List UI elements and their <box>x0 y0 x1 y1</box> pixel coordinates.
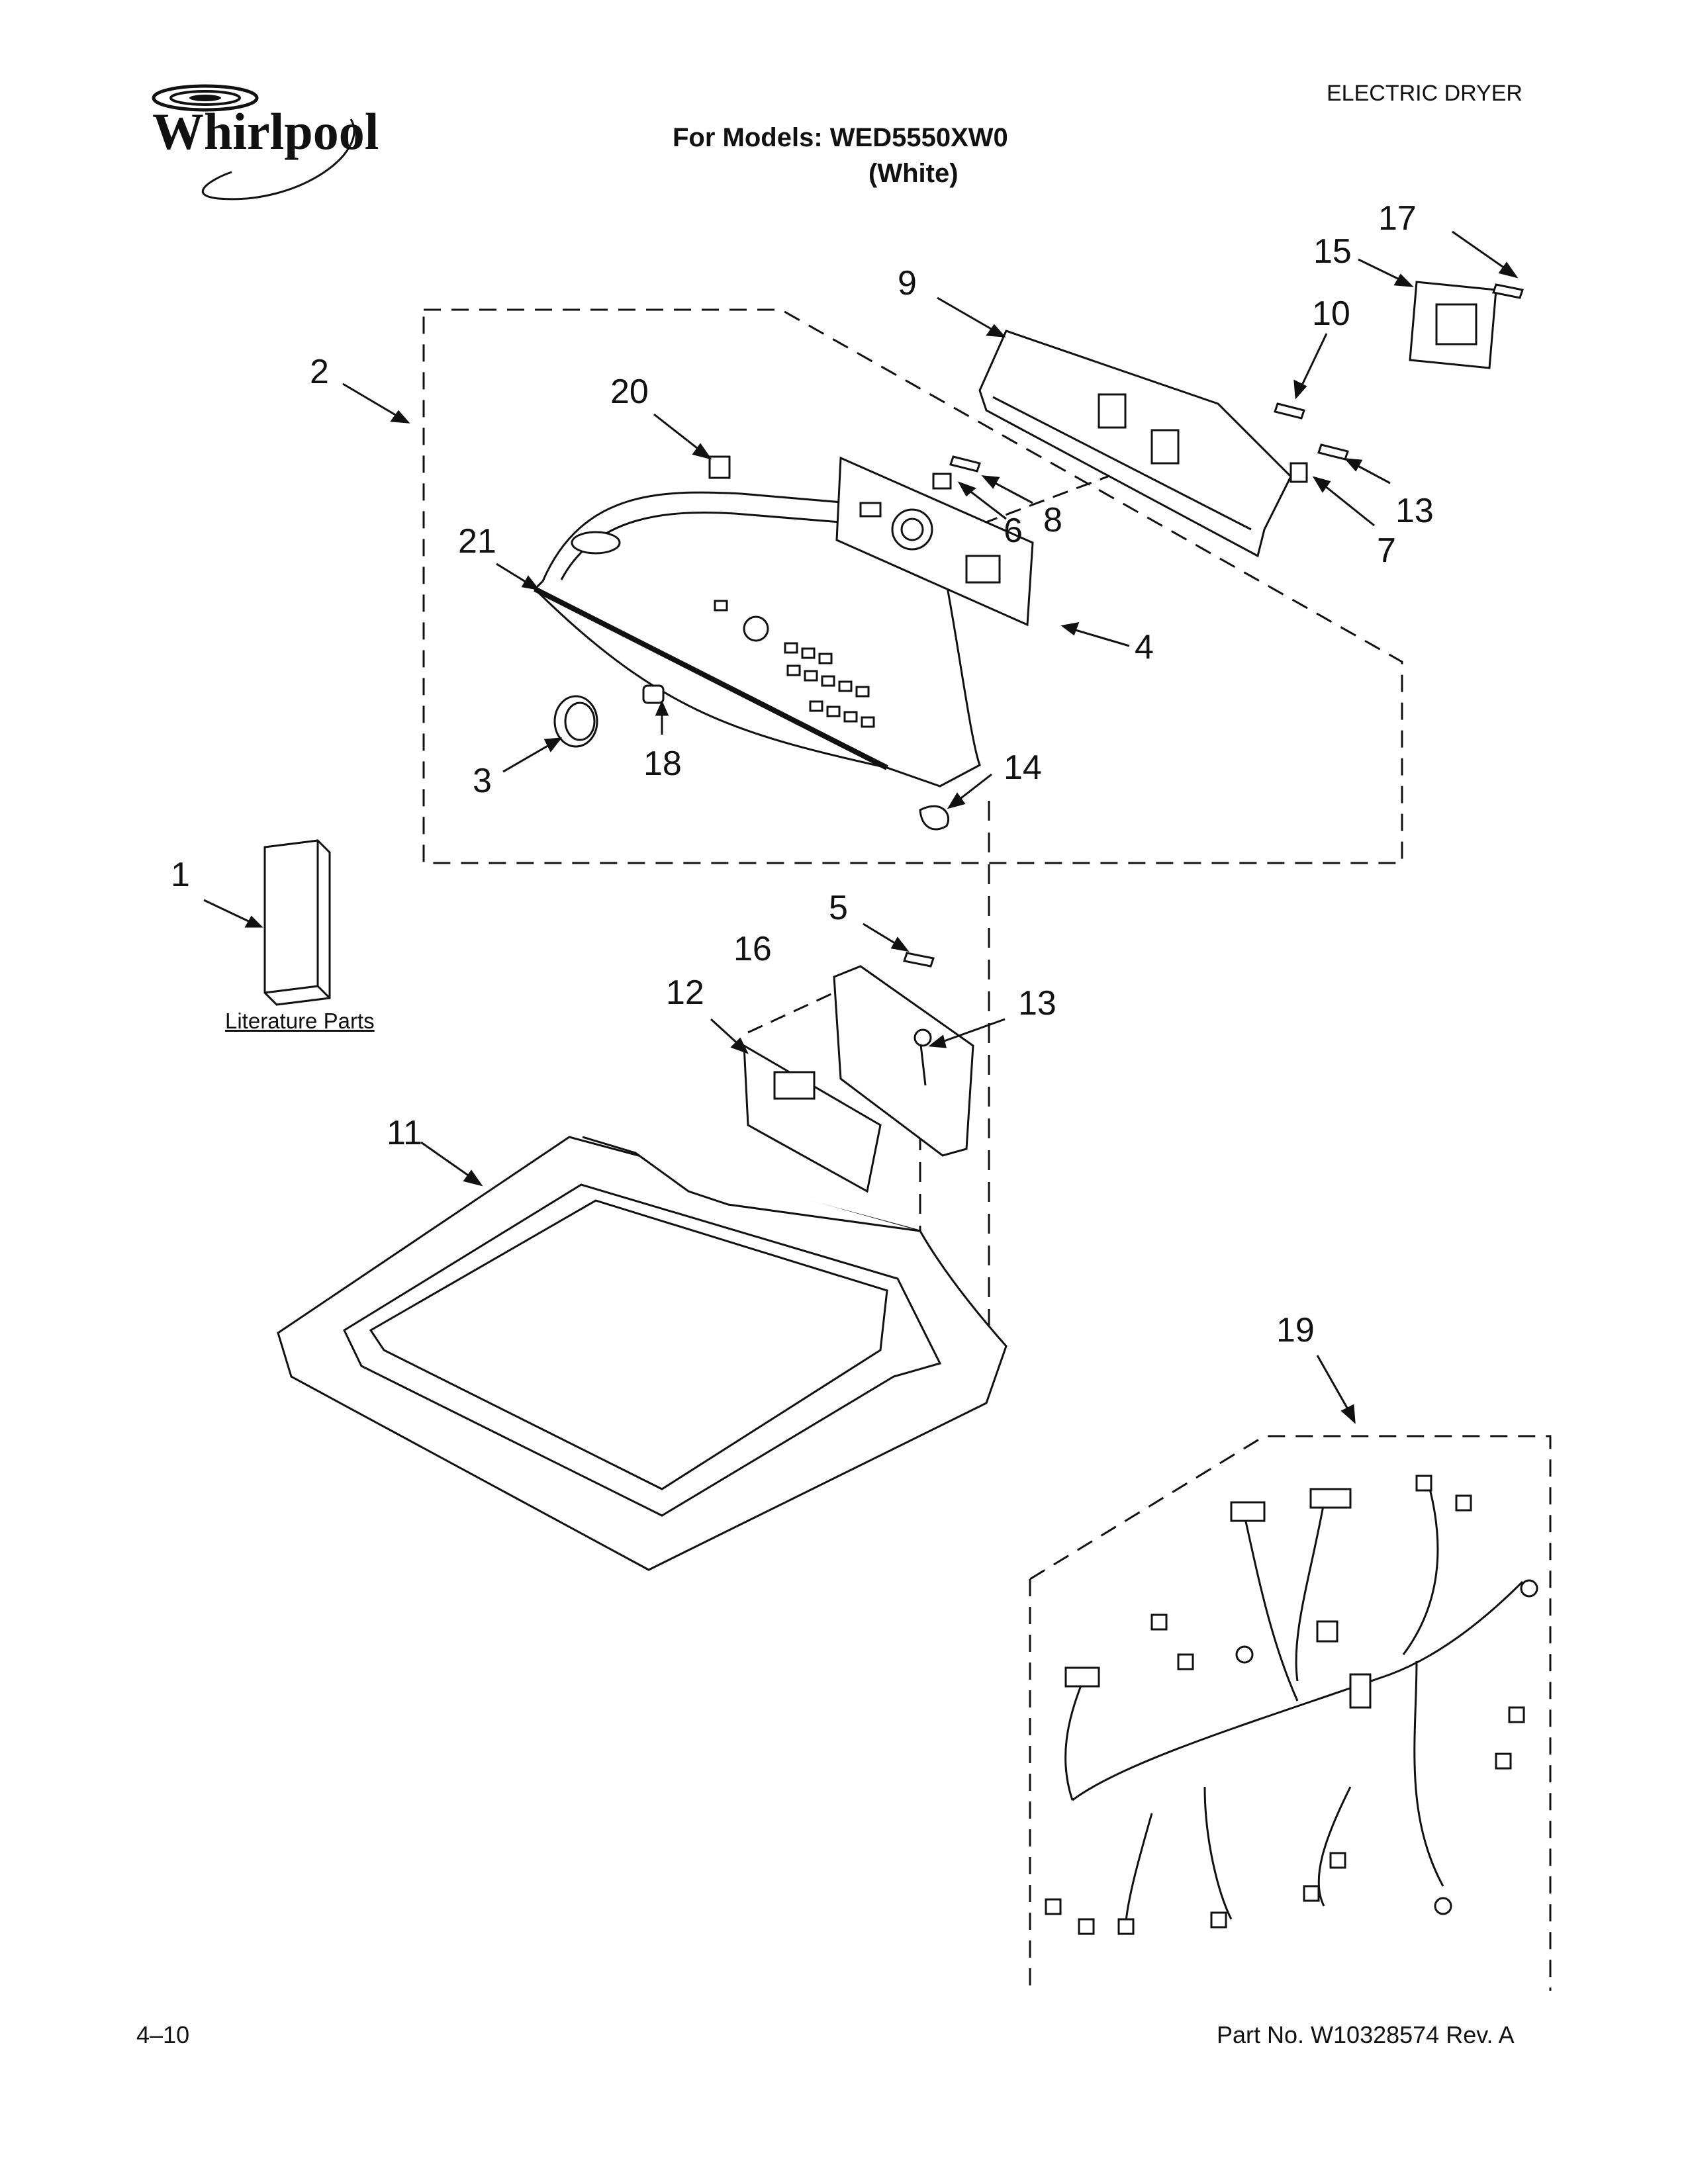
literature-parts-label: Literature Parts <box>225 1009 375 1033</box>
screw <box>903 952 935 968</box>
callout-15: 15 <box>1313 232 1352 271</box>
console-assembly-boundary <box>422 308 1403 864</box>
appliance-category: ELECTRIC DRYER <box>1327 81 1523 106</box>
part-number: Part No. W10328574 Rev. A <box>1217 2021 1515 2048</box>
callout-21: 21 <box>458 522 496 561</box>
dryer-top <box>277 1136 1008 1571</box>
wire-harness <box>1045 1475 1538 1935</box>
callout-1: 1 <box>171 856 190 894</box>
screw <box>919 1038 927 1086</box>
clip <box>1289 462 1308 483</box>
console-bracket <box>978 330 1292 558</box>
callout-3: 3 <box>473 762 492 800</box>
callout-7: 7 <box>1377 531 1396 570</box>
screw <box>949 455 981 473</box>
callout-10: 10 <box>1312 295 1350 333</box>
screw <box>1492 283 1524 299</box>
brand-logo: Whirlpool <box>132 73 397 205</box>
callout-9: 9 <box>898 264 917 302</box>
brand-name: Whirlpool <box>152 103 379 160</box>
clip <box>708 455 731 479</box>
screw <box>914 1028 932 1047</box>
callout-14: 14 <box>1004 749 1042 787</box>
knob <box>553 695 598 748</box>
literature-booklet <box>263 839 331 1006</box>
callout-17: 17 <box>1378 199 1417 238</box>
callout-20: 20 <box>610 373 649 411</box>
callout-18: 18 <box>643 745 682 783</box>
models-line: For Models: WED5550XW0 <box>673 123 1008 152</box>
logo-swirl-icon <box>152 84 355 201</box>
callout-12: 12 <box>666 974 704 1012</box>
callout-19: 19 <box>1276 1311 1315 1349</box>
revision-date: 4–10 <box>136 2021 190 2048</box>
switch <box>932 473 952 490</box>
callout-16: 16 <box>733 930 772 968</box>
callout-13-upper: 13 <box>1395 492 1434 530</box>
callout-13-lower: 13 <box>1018 984 1056 1023</box>
callout-8: 8 <box>1043 501 1062 539</box>
callout-5: 5 <box>829 889 848 927</box>
user-interface-board <box>835 456 1034 627</box>
screw <box>1317 443 1349 461</box>
callout-6: 6 <box>1004 512 1023 550</box>
knob-spacer <box>642 684 665 704</box>
color-line: (White) <box>868 159 959 188</box>
screw <box>1274 402 1305 420</box>
callout-11: 11 <box>387 1114 422 1152</box>
harness-boundary <box>1029 1435 1552 1991</box>
mounting-bracket <box>833 965 974 1157</box>
clip <box>919 805 950 831</box>
callout-4: 4 <box>1135 628 1154 666</box>
console-housing <box>533 491 981 788</box>
callout-2: 2 <box>310 353 329 391</box>
